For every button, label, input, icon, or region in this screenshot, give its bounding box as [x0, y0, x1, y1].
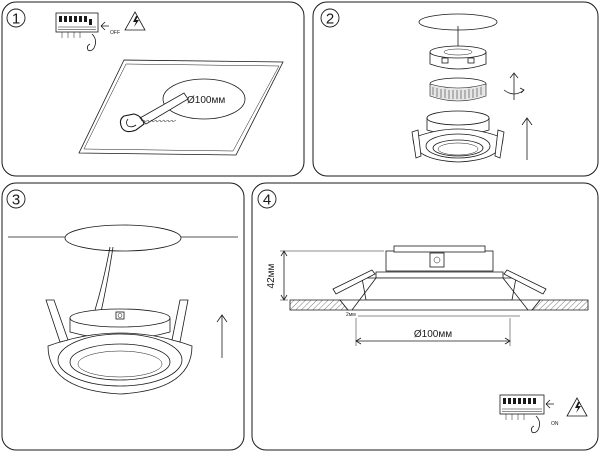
socket-ring: [429, 77, 487, 102]
step-number-badge: [320, 8, 340, 28]
panel-step-1: 1 OFF: [1, 1, 305, 177]
terminal-block: [429, 45, 487, 70]
ceiling-section: [289, 299, 589, 311]
step-number-badge: [257, 189, 277, 209]
step-number: 2: [326, 11, 334, 28]
spring-clip-left: [332, 269, 376, 295]
step-number: 1: [12, 11, 20, 28]
switch-state-label: ON: [551, 421, 559, 427]
height-dimension: 42мм: [266, 250, 384, 301]
up-arrow-icon: [216, 314, 228, 358]
height-label: 42мм: [266, 263, 277, 288]
breaker-block-off: OFF: [55, 12, 120, 52]
lamp-fixture: [45, 299, 193, 395]
high-voltage-icon: [566, 397, 588, 417]
panel-step-4: 4 42мм 2мм: [251, 182, 599, 451]
cutout-dimension: Ø100мм: [187, 95, 225, 106]
switch-arrow: [545, 399, 554, 409]
panel-step-2: 2: [312, 1, 599, 177]
breaker-block-on: ON: [499, 394, 559, 434]
diameter-dimension: Ø100мм: [355, 318, 511, 346]
switch-arrow: [100, 21, 109, 31]
hand-icon: [530, 415, 540, 434]
step-number-badge: [6, 8, 26, 28]
spring-clip-left: [45, 299, 69, 343]
up-arrow-icon: [521, 117, 533, 160]
thickness-label: 2мм: [346, 312, 356, 318]
diameter-label: Ø100мм: [414, 329, 452, 340]
spring-clip-left: [411, 129, 422, 159]
lamp-side-view: [332, 245, 547, 317]
breaker-switches: [503, 398, 536, 404]
high-voltage-icon: [124, 11, 146, 31]
saw-icon: [119, 92, 189, 133]
lamp-housing: [411, 110, 505, 163]
step-number-badge: [6, 189, 26, 209]
rotate-arrow-icon: [503, 72, 525, 100]
ceiling-cutout: [64, 224, 182, 252]
power-cable: [94, 246, 111, 311]
spring-clip-right: [171, 299, 189, 343]
step-number: 4: [263, 192, 271, 209]
switch-state-label: OFF: [110, 30, 120, 36]
step-number: 3: [12, 192, 20, 209]
cutout-circle: [162, 78, 246, 120]
hand-icon: [86, 33, 96, 52]
breaker-switches: [59, 16, 92, 25]
spring-clip-right: [494, 129, 505, 159]
panel-step-3: 3: [1, 182, 245, 451]
spring-clip-right: [503, 269, 547, 295]
